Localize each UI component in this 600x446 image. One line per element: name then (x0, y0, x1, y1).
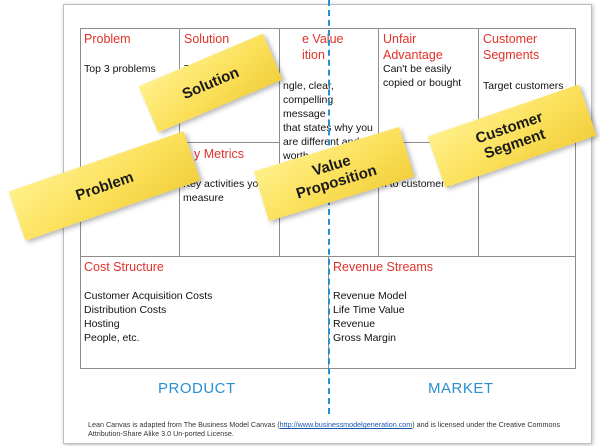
license-footer: Lean Canvas is adapted from The Business… (88, 420, 568, 438)
revenue-streams-heading: Revenue Streams (333, 260, 434, 274)
cost-structure-body: Customer Acquisition Costs Distribution … (84, 290, 213, 344)
problem-heading: Problem (84, 32, 131, 46)
cost-structure-heading: Cost Structure (84, 260, 164, 274)
footer-prefix: Lean Canvas is adapted from The Business… (88, 420, 280, 429)
cost-structure-box: Cost Structure Customer Acquisition Cost… (80, 257, 329, 369)
unfair-advantage-heading: Unfair Advantage (383, 32, 443, 62)
product-market-divider (328, 0, 330, 414)
customer-segments-box: Customer Segments Target customers (479, 28, 576, 257)
solution-heading: Solution (184, 32, 230, 46)
unfair-advantage-body: Can't be easily copied or bought (383, 63, 462, 89)
footer-link[interactable]: http://www.businessmodelgeneration.com (279, 420, 413, 429)
customer-segments-heading: Customer Segments (483, 32, 540, 62)
value-proposition-heading: e Value ition (302, 32, 344, 62)
customer-segments-body: Target customers (483, 80, 564, 92)
footer-suffix: ) and is licensed under the Creative Com… (88, 420, 561, 438)
revenue-streams-body: Revenue Model Life Time Value Revenue Gr… (333, 290, 407, 344)
lean-canvas-sheet (63, 4, 592, 444)
revenue-streams-box: Revenue Streams Revenue Model Life Time … (329, 257, 576, 369)
market-label: MARKET (428, 380, 494, 397)
key-metrics-heading: y Metrics (194, 147, 244, 161)
product-label: PRODUCT (158, 380, 236, 397)
problem-body: Top 3 problems (84, 63, 156, 75)
